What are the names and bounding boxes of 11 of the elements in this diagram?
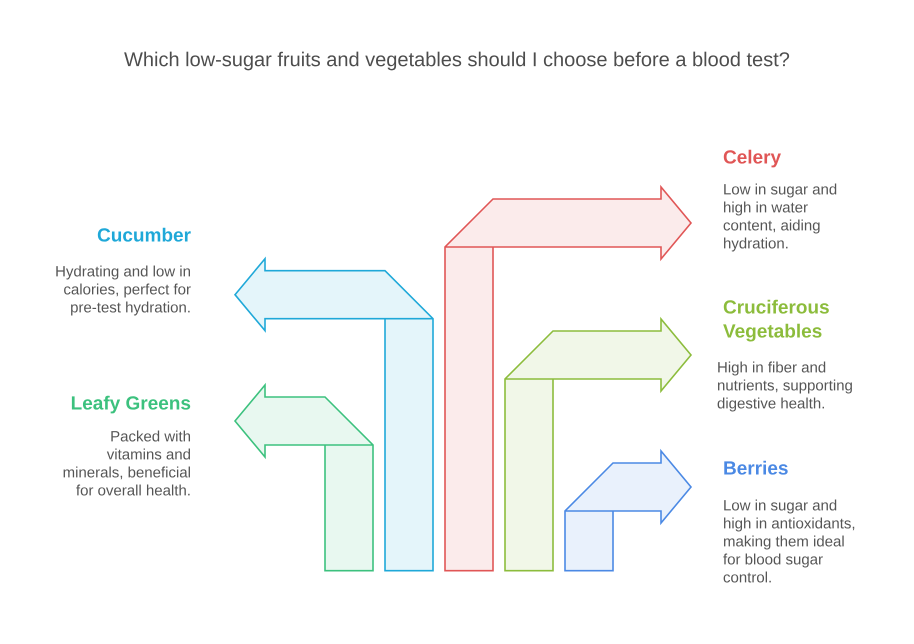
heading: Celery	[724, 150, 781, 168]
heading: Cucumber	[98, 228, 191, 242]
description-text: Hydrating and low in calories, perfect for pre-test hydration.	[56, 266, 191, 316]
description-text: Low in sugar and high in water content, aiding hydration.	[724, 184, 836, 252]
description-text: High in fiber and nutrients, supporting digestive health.	[718, 362, 852, 412]
heading: Berries	[724, 460, 788, 475]
description-text: Packed with vitamins and minerals, beneficial for overall health.	[64, 430, 190, 496]
heading: Cruciferous Vegetables	[723, 300, 829, 342]
title: Which low-sugar fruits and vegetables should I choose before a blood test?	[124, 52, 790, 70]
heading: Leafy Greens	[72, 396, 190, 414]
description-text: Low in sugar and high in antioxidants, making them ideal for blood sugar control.	[723, 500, 854, 583]
